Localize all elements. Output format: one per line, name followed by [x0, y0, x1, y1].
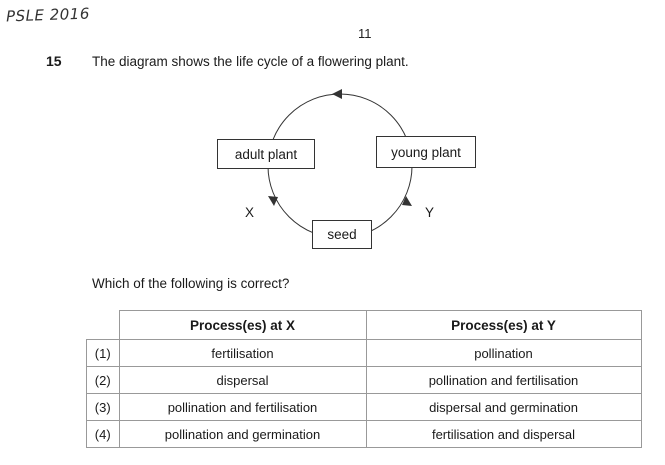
adult-plant-box: adult plant — [217, 139, 315, 169]
process-y-cell: fertilisation and dispersal — [365, 420, 642, 448]
arrow-left-icon — [268, 196, 278, 206]
table-row: (2) dispersal pollination and fertilisat… — [86, 366, 642, 394]
option-number: (1) — [86, 339, 120, 367]
header-process-y: Process(es) at Y — [365, 310, 642, 340]
young-plant-label: young plant — [391, 144, 461, 160]
option-number: (2) — [86, 366, 120, 394]
process-x-cell: dispersal — [118, 366, 367, 394]
label-y: Y — [425, 205, 435, 220]
header-blank — [86, 310, 120, 340]
table-header-row: Process(es) at X Process(es) at Y — [86, 310, 642, 340]
process-y-cell: pollination and fertilisation — [365, 366, 642, 394]
option-number: (4) — [86, 420, 120, 448]
adult-plant-label: adult plant — [234, 146, 298, 162]
process-y-cell: dispersal and germination — [365, 393, 642, 421]
options-table: Process(es) at X Process(es) at Y (1) fe… — [86, 310, 642, 448]
table-row: (3) pollination and fertilisation disper… — [86, 393, 642, 421]
question-number: 15 — [46, 53, 62, 69]
table-row: (4) pollination and germination fertilis… — [86, 420, 642, 448]
process-x-cell: pollination and fertilisation — [118, 393, 367, 421]
header-process-x: Process(es) at X — [118, 310, 367, 340]
option-number: (3) — [86, 393, 120, 421]
seed-box: seed — [312, 220, 372, 249]
label-x: X — [245, 205, 255, 220]
page-number: 11 — [358, 26, 372, 41]
table-row: (1) fertilisation pollination — [86, 339, 642, 367]
process-x-cell: fertilisation — [118, 339, 367, 367]
arrow-top-icon — [332, 89, 342, 99]
arrow-right-icon — [402, 196, 412, 206]
process-x-cell: pollination and germination — [118, 420, 367, 448]
seed-label: seed — [327, 227, 357, 242]
young-plant-box: young plant — [376, 136, 476, 168]
process-y-cell: pollination — [365, 339, 642, 367]
question-stem: The diagram shows the life cycle of a fl… — [92, 54, 409, 69]
question-prompt: Which of the following is correct? — [92, 276, 290, 291]
